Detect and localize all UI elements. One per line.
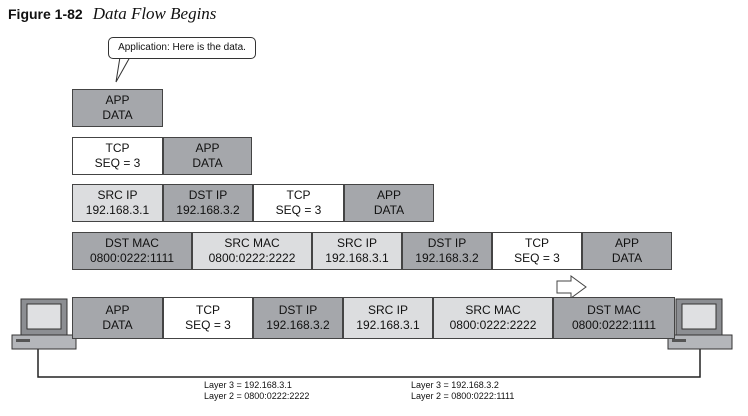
header-field-value: 192.168.3.2 — [176, 203, 240, 217]
header-field-name: TCP — [525, 236, 549, 250]
header-field-name: APP — [376, 188, 401, 202]
header-field-name: SRC IP — [336, 236, 377, 250]
header-field-name: TCP — [286, 188, 311, 202]
header-field-name: APP — [195, 141, 220, 155]
header-field-value: SEQ = 3 — [94, 156, 141, 170]
header-field-value: DATA — [373, 203, 405, 217]
header-field-value: SEQ = 3 — [185, 318, 231, 332]
figure-title: Figure 1-82 Data Flow Begins — [8, 4, 216, 24]
left-host-addresses: Layer 3 = 192.168.3.1 Layer 2 = 0800:022… — [204, 380, 309, 402]
network-cable — [37, 349, 701, 378]
header-field-value: 192.168.3.1 — [356, 318, 420, 332]
application-callout: Application: Here is the data. — [108, 37, 256, 59]
left-host-layer3: Layer 3 = 192.168.3.1 — [204, 380, 292, 390]
header-field-name: TCP — [196, 303, 220, 317]
callout-pointer — [115, 56, 131, 83]
header-field-name: TCP — [105, 141, 130, 155]
header-field-value: 0800:0222:1111 — [89, 251, 175, 265]
direction-arrow-icon — [556, 275, 587, 299]
header-field-value: SEQ = 3 — [275, 203, 322, 217]
left-computer-icon — [11, 298, 77, 350]
header-field-name: DST IP — [278, 303, 318, 317]
header-field-name: APP — [614, 236, 639, 250]
left-host-layer2: Layer 2 = 0800:0222:2222 — [204, 391, 310, 401]
right-computer-icon — [667, 298, 733, 350]
header-field-value: DATA — [102, 108, 133, 122]
header-field-name: SRC IP — [97, 188, 138, 202]
header-field-name: DST IP — [188, 188, 228, 202]
right-host-layer2: Layer 2 = 0800:0222:1111 — [411, 391, 515, 401]
right-host-addresses: Layer 3 = 192.168.3.2 Layer 2 = 0800:022… — [411, 380, 514, 402]
header-field-name: DST IP — [427, 236, 467, 250]
header-field-name: SRC MAC — [465, 303, 521, 317]
header-field-value: SEQ = 3 — [514, 251, 560, 265]
header-field-value: 0800:0222:1111 — [571, 318, 657, 332]
header-field-name: DST MAC — [587, 303, 641, 317]
header-field-value: 192.168.3.2 — [266, 318, 330, 332]
header-field-value: 192.168.3.2 — [415, 251, 479, 265]
header-field-value: 0800:0222:2222 — [208, 251, 296, 265]
header-field-name: SRC MAC — [224, 236, 280, 250]
header-field-name: APP — [105, 93, 130, 107]
header-field-name: DST MAC — [105, 236, 159, 250]
header-field-value: DATA — [192, 156, 223, 170]
right-host-layer3: Layer 3 = 192.168.3.2 — [411, 380, 499, 390]
header-field-value: DATA — [102, 318, 133, 332]
header-field-name: APP — [105, 303, 130, 317]
header-field-value: DATA — [611, 251, 643, 265]
header-field-value: 192.168.3.1 — [325, 251, 389, 265]
header-field-name: SRC IP — [367, 303, 408, 317]
figure-caption: Data Flow Begins — [92, 4, 217, 23]
header-field-value: 192.168.3.1 — [85, 203, 150, 217]
header-field-value: 0800:0222:2222 — [449, 318, 537, 332]
figure-number: Figure 1-82 — [8, 6, 83, 22]
